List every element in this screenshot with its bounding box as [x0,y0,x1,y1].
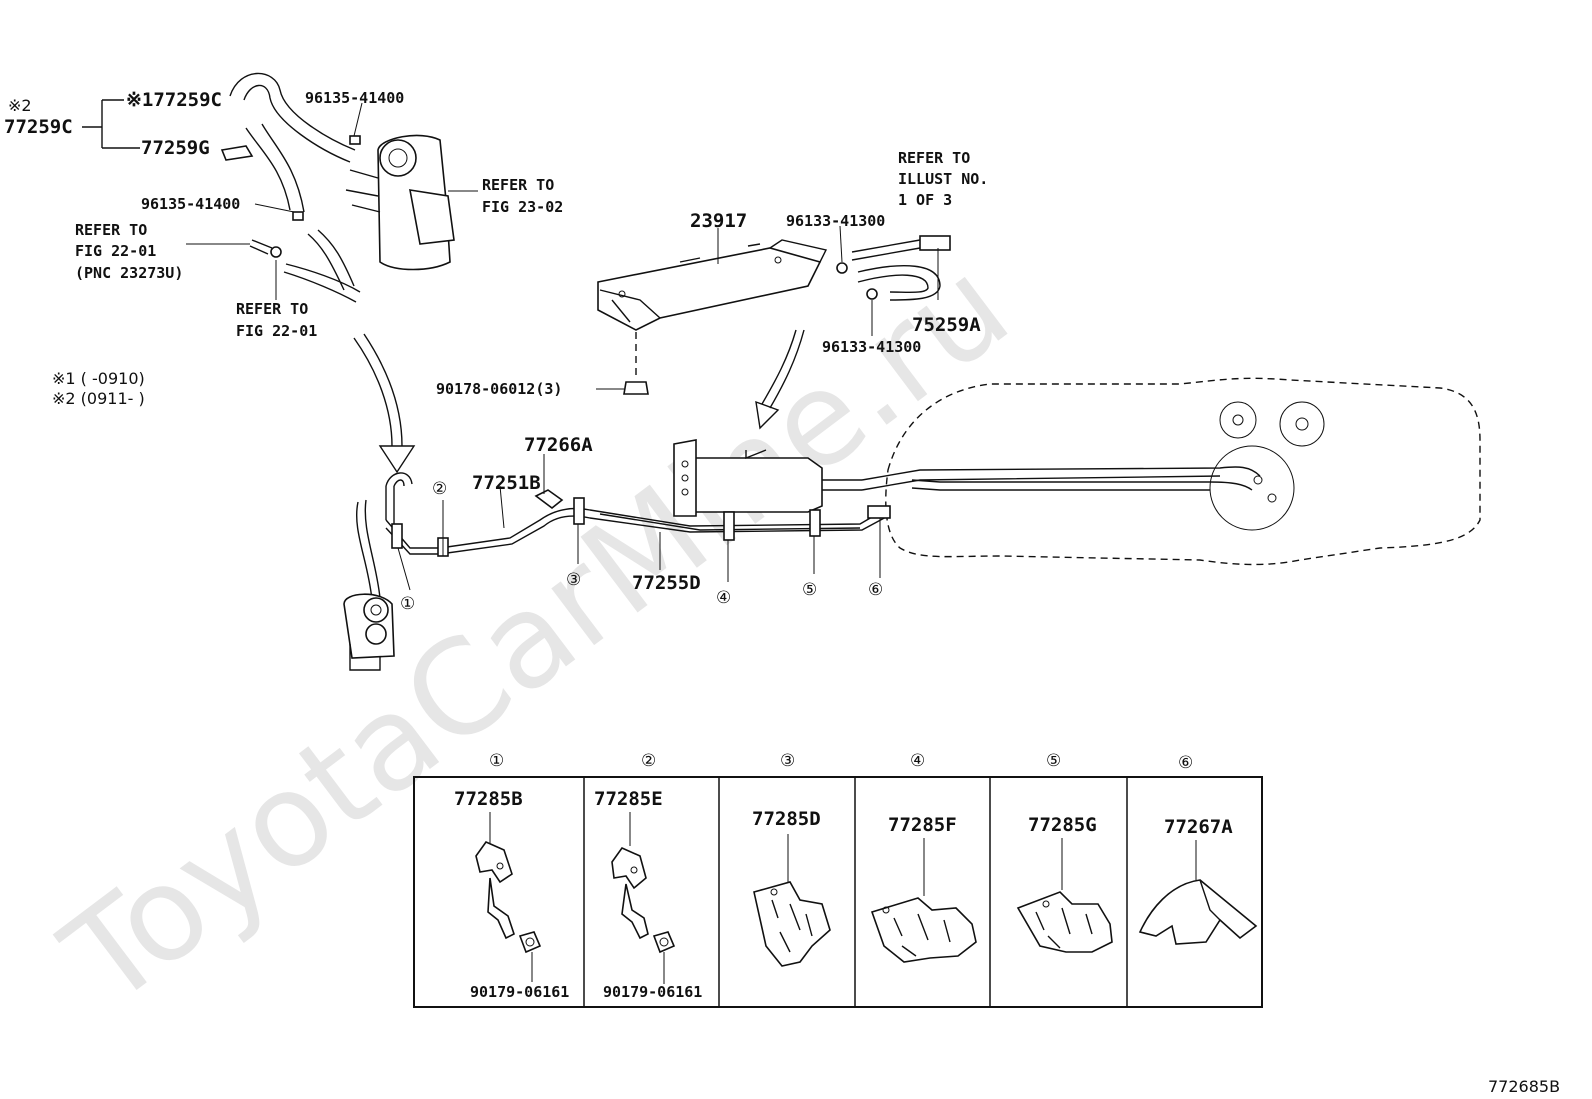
label-refer-22-01-pnc-b: FIG 22-01 [75,242,156,260]
canister-assembly [82,72,478,303]
label-refer-22-01-pnc-a: REFER TO [75,221,147,239]
labels: ※2 77259C ※177259C 77259G 96135-41400 96… [4,89,988,594]
callout-3: ③ [566,570,581,590]
mid-canister [675,457,823,513]
label-refer-illust-b: ILLUST NO. [898,170,988,188]
label-refer-22-01-pnc-c: (PNC 23273U) [75,264,183,282]
table-part-5: 77285G [1028,814,1097,836]
label-23917: 23917 [690,210,747,232]
pipe-routing [343,377,1481,671]
label-refer-22-01-a: REFER TO [236,300,308,318]
fuel-tank-outline [885,377,1481,566]
detail-table-frame [413,776,1263,1008]
label-x2: ※2 [8,96,32,115]
label-96135-top: 96135-41400 [305,89,404,107]
table-nut-2: 90179-06161 [603,983,702,1001]
table-callout-6: ⑥ [1178,753,1193,773]
note-2: ※2 (0911- ) [52,389,145,408]
detail-table: ① ② ③ ④ ⑤ ⑥ 77285B 77285E 77285D 77285F … [413,751,1263,1008]
label-refer-23-02-b: FIG 23-02 [482,198,563,216]
label-77255D: 77255D [632,572,701,594]
label-77266A: 77266A [524,434,593,456]
callout-6: ⑥ [868,580,883,600]
label-refer-23-02-a: REFER TO [482,176,554,194]
note-1: ※1 ( -0910) [52,369,145,388]
table-part-4: 77285F [888,814,957,836]
arrow-right [769,329,805,409]
label-90178: 90178-06012(3) [436,380,562,398]
label-96133-bot: 96133-41300 [822,338,921,356]
label-77259G: 77259G [141,137,210,159]
label-96135-mid: 96135-41400 [141,195,240,213]
table-callout-3: ③ [780,751,795,771]
diagram-callouts: ① ② ③ ④ ⑤ ⑥ [400,479,883,614]
charcoal-canister [596,225,951,395]
table-callout-5: ⑤ [1046,751,1061,771]
table-callout-2: ② [641,751,656,771]
arrow-left [353,337,393,447]
callout-4: ④ [716,588,731,608]
table-part-6: 77267A [1164,816,1233,838]
table-part-2: 77285E [594,788,663,810]
label-77259C-group: 77259C [4,116,73,138]
table-callout-1: ① [489,751,504,771]
label-refer-22-01-b: FIG 22-01 [236,322,317,340]
label-96133-top: 96133-41300 [786,212,885,230]
table-callout-4: ④ [910,751,925,771]
label-refer-illust-c: 1 OF 3 [898,191,952,209]
callout-2: ② [432,479,447,499]
group-bracket [82,99,140,149]
label-77259C-x1: ※177259C [126,89,222,111]
table-part-1: 77285B [454,788,523,810]
callout-5: ⑤ [802,580,817,600]
table-part-3: 77285D [752,808,821,830]
figure-id: 772685B [1488,1077,1560,1096]
table-nut-1: 90179-06161 [470,983,569,1001]
callout-1: ① [400,594,415,614]
label-refer-illust-a: REFER TO [898,149,970,167]
label-75259A: 75259A [912,314,981,336]
label-77251B: 77251B [472,472,541,494]
